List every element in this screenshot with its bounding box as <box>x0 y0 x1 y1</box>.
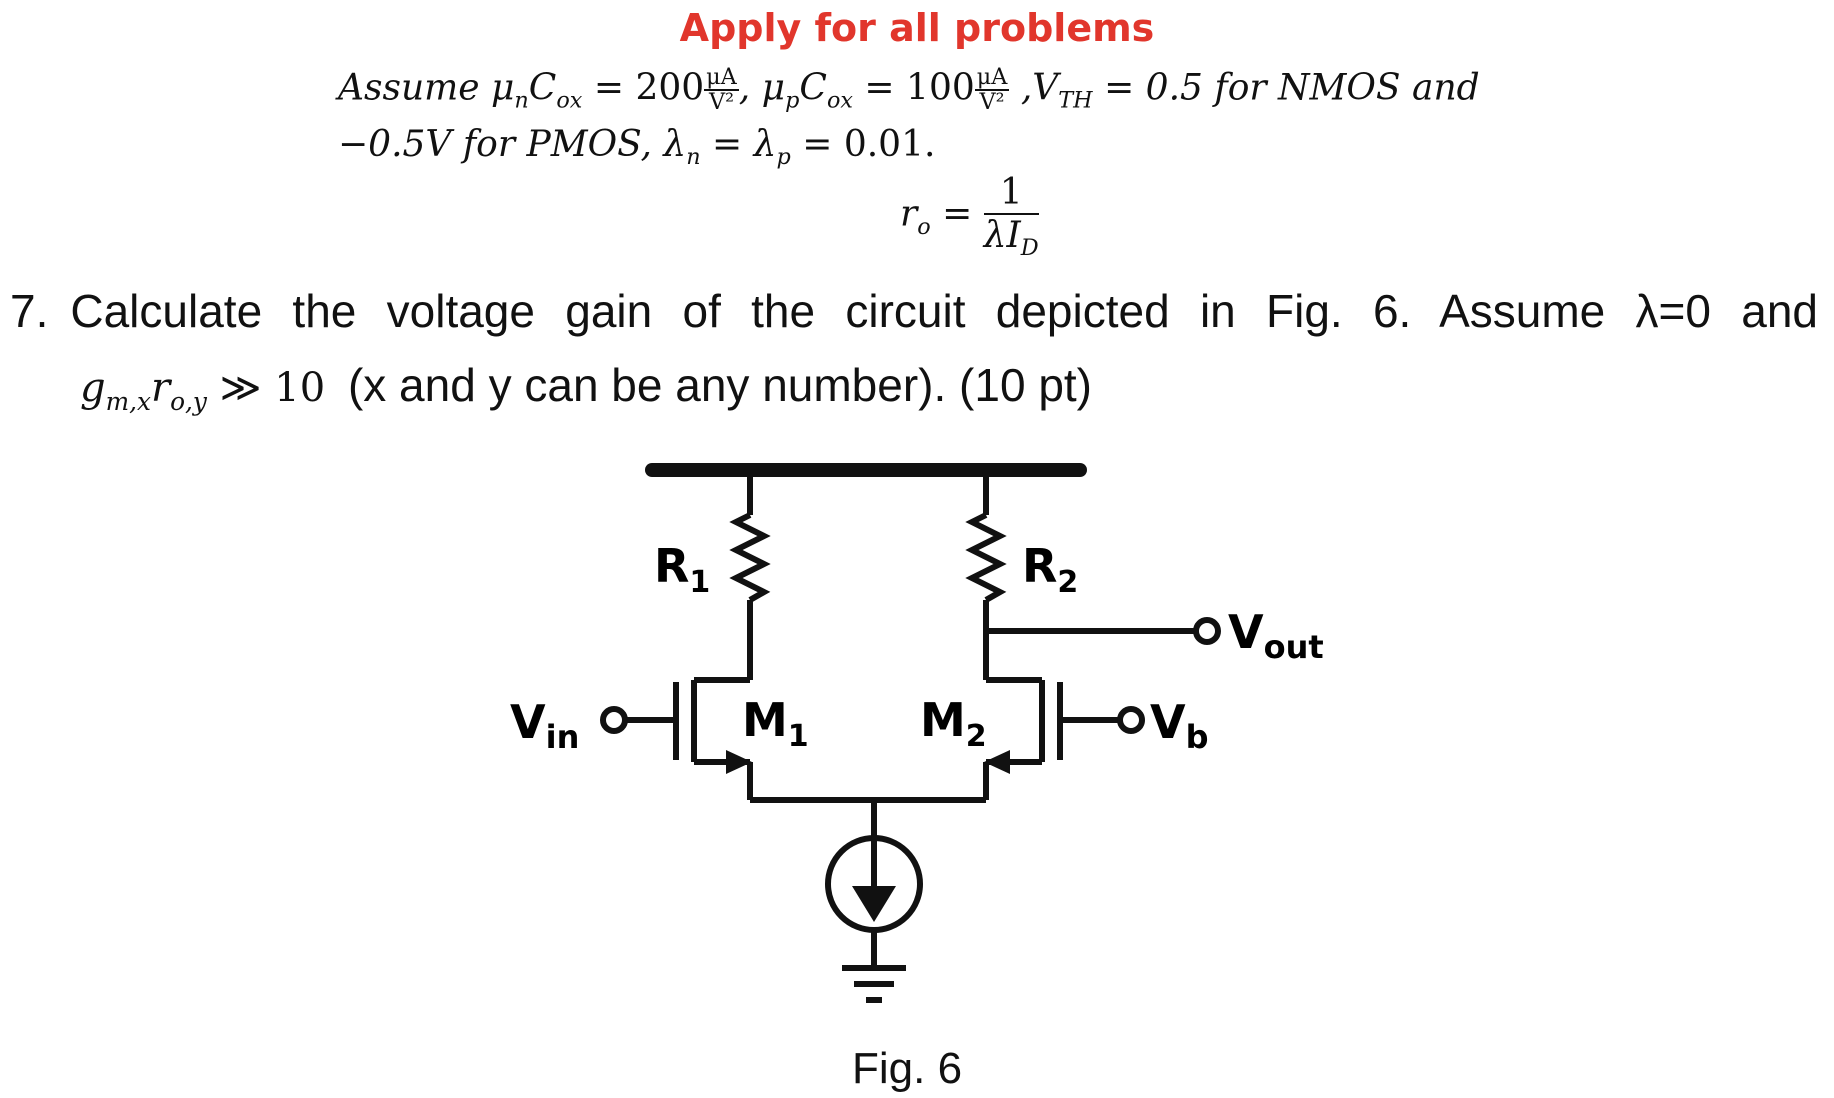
label-m1: M1 <box>742 693 809 754</box>
lambda-value: = 0.01. <box>802 124 936 165</box>
vth-text: = 0.5 for NMOS and <box>1104 67 1480 109</box>
label-vb: Vb <box>1150 695 1209 756</box>
resistor-r2 <box>965 512 1007 603</box>
problem-text-2: (x and y can be any number). (10 pt) <box>347 359 1092 411</box>
m1-source-arrow <box>726 750 752 774</box>
label-vout: Vout <box>1228 605 1324 666</box>
label-vin: Vin <box>510 695 579 756</box>
mup-cox-value: 100 <box>906 67 975 109</box>
gain-condition: gm,xro,y ≫ 10 <box>80 365 326 416</box>
vb-terminal <box>1117 706 1145 734</box>
figure-caption: Fig. 6 <box>852 1044 963 1093</box>
current-source-arrow-head <box>852 886 896 922</box>
mun-cox-value: 200 <box>635 67 705 109</box>
vin-terminal <box>600 706 628 734</box>
label-r2: R2 <box>1022 539 1078 600</box>
ro-formula: ro = 1 λID <box>900 172 1039 262</box>
ro-fraction: 1 λID <box>983 172 1039 262</box>
m2-source-arrow <box>984 750 1010 774</box>
pmos-text: −0.5V for PMOS, <box>338 124 652 165</box>
problem-line-1: 7. Calculate the voltage gain of the cir… <box>10 284 1818 338</box>
problem-line-2: gm,xro,y ≫ 10 (x and y can be any number… <box>80 358 1092 416</box>
label-r1: R1 <box>654 539 710 600</box>
problem-text-1: Calculate the voltage gain of the circui… <box>70 285 1818 337</box>
banner-title: Apply for all problems <box>679 6 1155 50</box>
assume-word: Assume <box>338 67 480 109</box>
label-m2: M2 <box>920 693 987 754</box>
resistor-r1 <box>729 512 771 603</box>
vout-terminal <box>1193 617 1221 645</box>
assumptions-line-2: −0.5V for PMOS, λn = λp = 0.01. <box>338 124 936 171</box>
problem-number: 7. <box>10 285 49 337</box>
